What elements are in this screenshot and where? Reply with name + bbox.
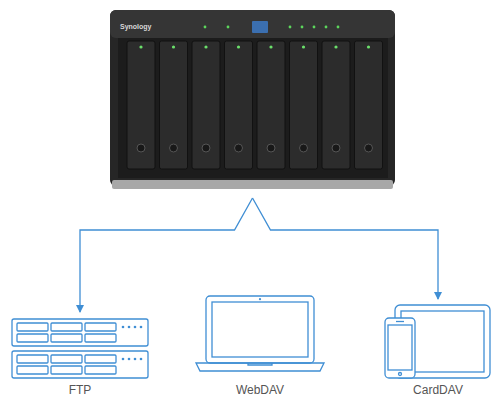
status-led bbox=[227, 26, 230, 29]
drive-button bbox=[300, 144, 308, 152]
nas-device: Synology bbox=[110, 10, 395, 198]
server-case bbox=[12, 319, 148, 346]
server-dot bbox=[134, 358, 137, 361]
drive-tray bbox=[355, 41, 383, 169]
drive-button bbox=[137, 144, 145, 152]
drive-led bbox=[204, 45, 207, 48]
server-dot bbox=[134, 326, 137, 329]
server-slot bbox=[85, 366, 116, 374]
node-label: WebDAV bbox=[236, 383, 284, 397]
drive-tray bbox=[127, 41, 155, 169]
node-label: Synology bbox=[120, 23, 152, 31]
nas-shell bbox=[110, 10, 395, 186]
status-led bbox=[289, 26, 292, 29]
drive-led bbox=[269, 45, 272, 48]
laptop-screen bbox=[212, 302, 308, 357]
drive-button bbox=[267, 144, 275, 152]
connector-arrow bbox=[253, 198, 439, 299]
drive-button bbox=[235, 144, 243, 152]
server-dot bbox=[140, 326, 143, 329]
drive-tray bbox=[225, 41, 253, 169]
drive-trays bbox=[127, 41, 383, 169]
laptop-base bbox=[196, 363, 324, 371]
drive-button bbox=[170, 144, 178, 152]
nas-display bbox=[252, 21, 268, 33]
server-slot bbox=[51, 366, 82, 374]
server-dot bbox=[128, 326, 131, 329]
server-dot bbox=[122, 326, 125, 329]
drive-tray bbox=[257, 41, 285, 169]
status-led bbox=[204, 26, 207, 29]
node-label: FTP bbox=[69, 383, 92, 397]
server-dot bbox=[140, 358, 143, 361]
drive-button bbox=[202, 144, 210, 152]
phone-button bbox=[399, 373, 402, 376]
server-slot bbox=[17, 334, 48, 342]
server-unit bbox=[12, 319, 148, 346]
drive-led bbox=[139, 45, 142, 48]
drive-tray bbox=[290, 41, 318, 169]
status-led bbox=[313, 26, 316, 29]
server-slot bbox=[85, 323, 116, 331]
laptop-camera bbox=[259, 298, 261, 300]
server-slot bbox=[51, 323, 82, 331]
nas-base bbox=[112, 180, 393, 189]
connector-arrow bbox=[80, 198, 253, 312]
drive-led bbox=[172, 45, 175, 48]
drive-led bbox=[367, 45, 370, 48]
drive-led bbox=[334, 45, 337, 48]
server-case bbox=[12, 351, 148, 378]
server-dot bbox=[122, 358, 125, 361]
server-unit bbox=[12, 351, 148, 378]
server-slot bbox=[85, 355, 116, 363]
server-icon bbox=[12, 319, 148, 378]
drive-led bbox=[237, 45, 240, 48]
server-slot bbox=[17, 323, 48, 331]
server-dot bbox=[128, 358, 131, 361]
server-slot bbox=[17, 366, 48, 374]
ftp-device: FTP bbox=[10, 315, 150, 400]
carddav-device: CardDAV bbox=[383, 302, 493, 400]
status-led bbox=[325, 26, 328, 29]
laptop-icon bbox=[196, 296, 324, 371]
status-led bbox=[301, 26, 304, 29]
nas-front-panel bbox=[118, 38, 388, 178]
drive-tray bbox=[322, 41, 350, 169]
nas-lid bbox=[110, 10, 395, 38]
server-slot bbox=[17, 355, 48, 363]
server-slot bbox=[51, 355, 82, 363]
webdav-device: WebDAV bbox=[195, 292, 325, 400]
drive-tray bbox=[160, 41, 188, 169]
mobile-icon bbox=[385, 305, 490, 378]
laptop-notch bbox=[248, 363, 272, 365]
node-label: CardDAV bbox=[413, 383, 463, 397]
status-led bbox=[337, 26, 340, 29]
phone-speaker bbox=[396, 321, 404, 322]
drive-tray bbox=[192, 41, 220, 169]
drive-button bbox=[365, 144, 373, 152]
phone-screen bbox=[388, 325, 412, 370]
phone-body bbox=[385, 318, 415, 378]
laptop-lid bbox=[206, 296, 314, 363]
server-slot bbox=[85, 334, 116, 342]
server-slot bbox=[51, 334, 82, 342]
drive-button bbox=[332, 144, 340, 152]
drive-led bbox=[302, 45, 305, 48]
